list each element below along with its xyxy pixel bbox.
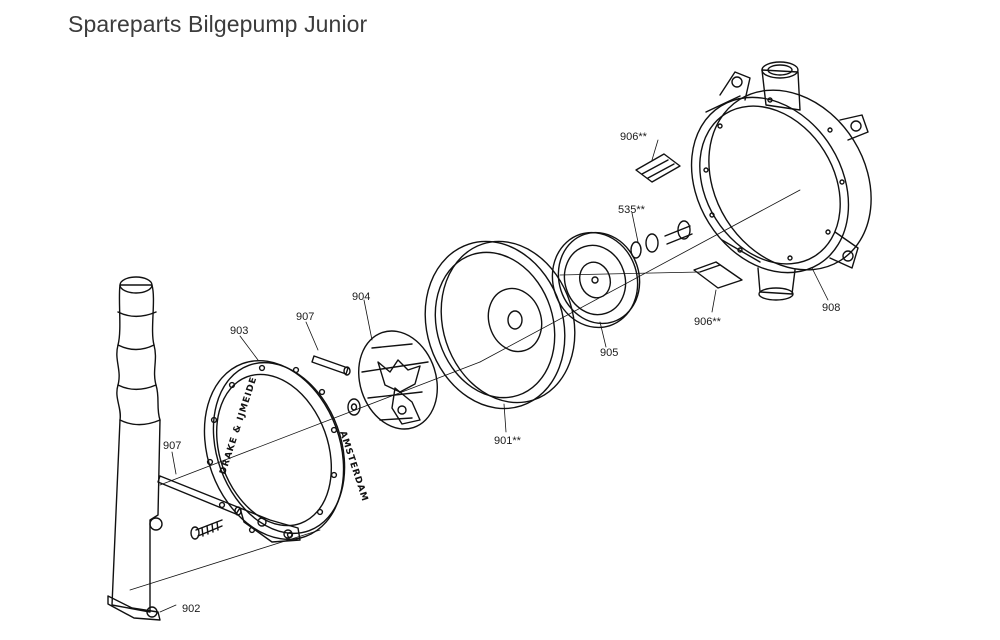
part-label-906-top: 906** bbox=[620, 131, 648, 143]
assembly-axis bbox=[129, 189, 801, 591]
pump-housing-908 bbox=[690, 61, 872, 301]
pin-907-top bbox=[311, 355, 351, 376]
part-label-908: 908 bbox=[822, 302, 840, 314]
part-label-903: 903 bbox=[230, 325, 248, 337]
part-label-906-bottom: 906** bbox=[694, 316, 722, 328]
part-label-902: 902 bbox=[182, 603, 200, 615]
valve-flap-906-bottom bbox=[693, 261, 743, 289]
diaphragm-901 bbox=[424, 240, 576, 410]
nut bbox=[347, 398, 361, 416]
ring-inscription-left: DRAKE & IJMEIDE bbox=[218, 375, 259, 475]
ring-inscription-right: AMSTERDAM bbox=[337, 430, 369, 503]
clamping-ring-903 bbox=[203, 359, 346, 543]
clamp-plate-904 bbox=[357, 330, 439, 430]
part-label-904: 904 bbox=[352, 291, 370, 303]
part-label-905: 905 bbox=[600, 347, 618, 359]
handle-902 bbox=[107, 276, 163, 621]
leader-lines bbox=[159, 139, 829, 613]
part-label-907-top: 907 bbox=[296, 311, 314, 323]
nut-bolt-535 bbox=[630, 220, 693, 259]
page-title: Spareparts Bilgepump Junior bbox=[68, 11, 368, 37]
part-label-535: 535** bbox=[618, 204, 646, 216]
part-label-901: 901** bbox=[494, 435, 522, 447]
valve-flap-906-top bbox=[635, 153, 681, 183]
screw bbox=[190, 519, 223, 540]
part-label-907-bottom: 907 bbox=[163, 440, 181, 452]
